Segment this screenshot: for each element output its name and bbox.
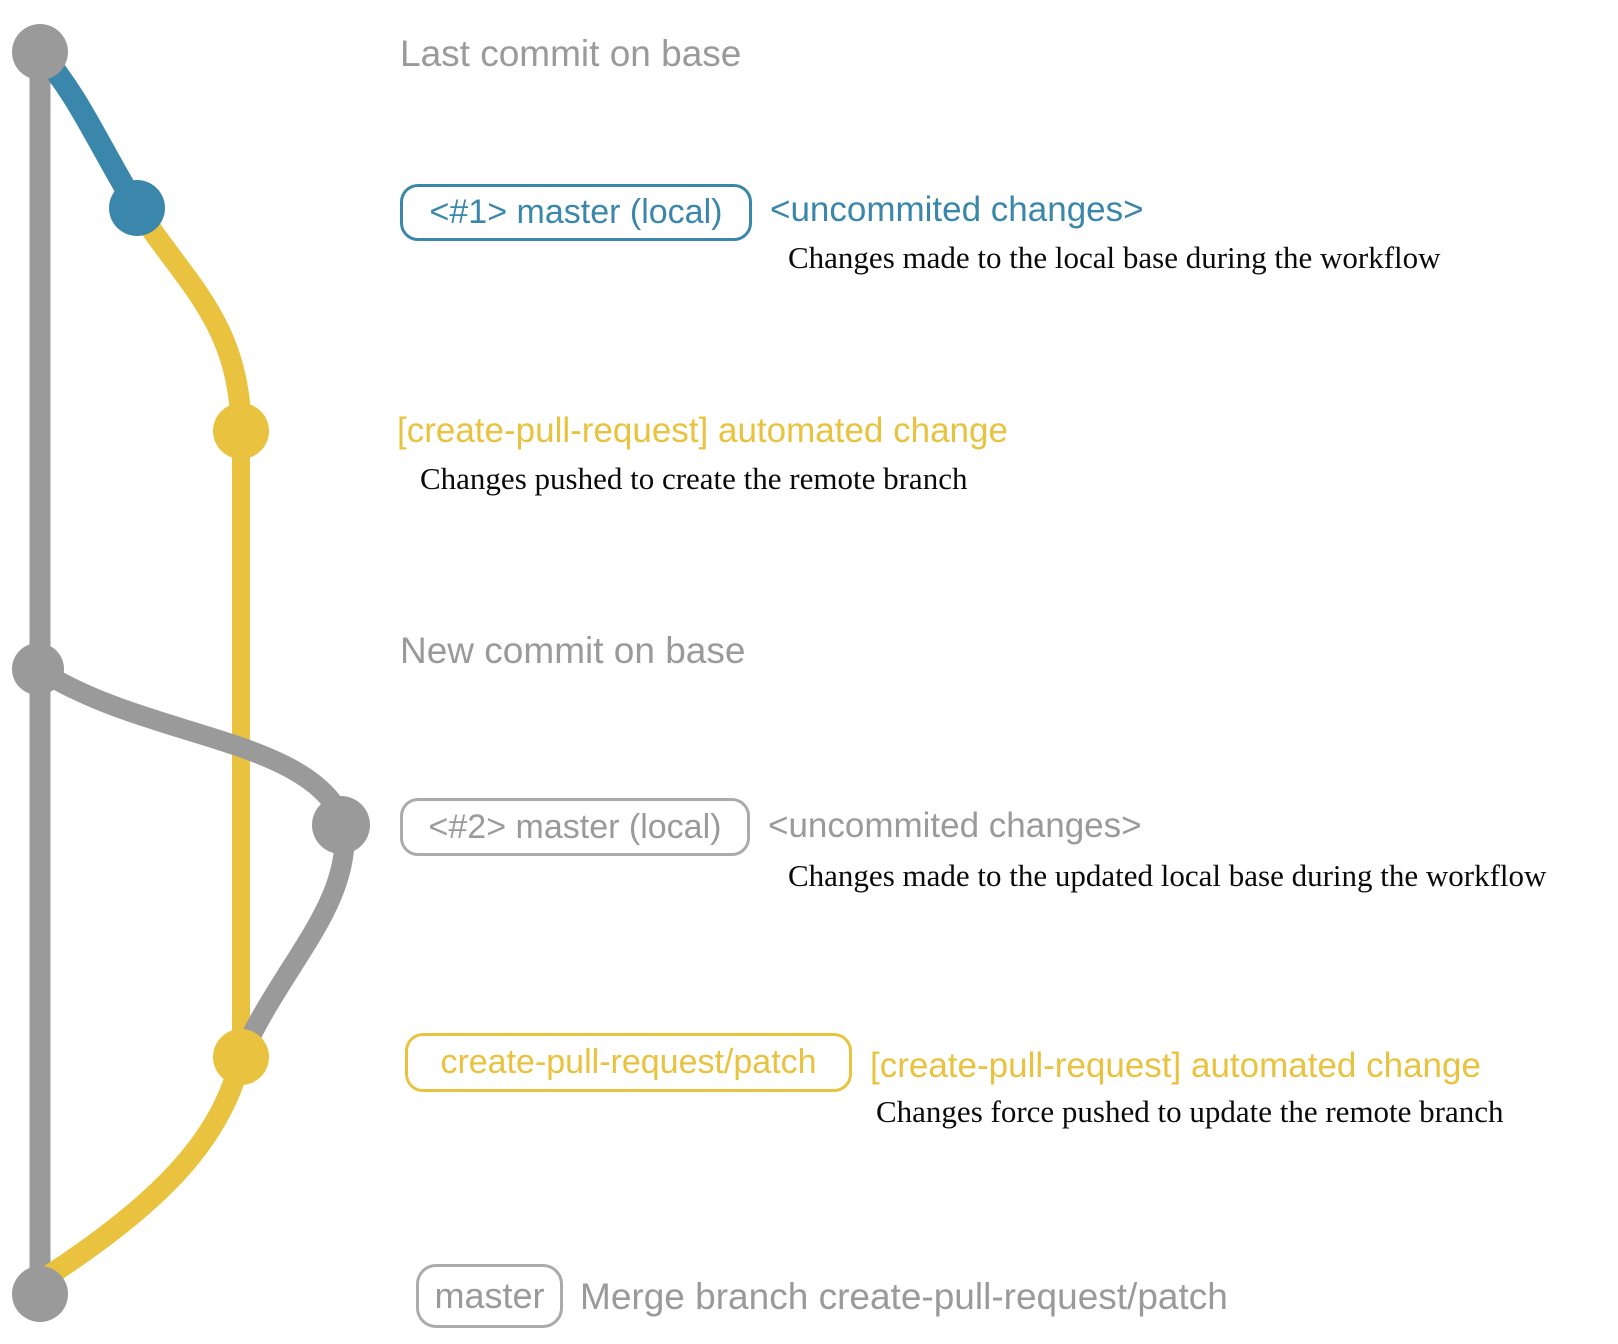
badge-master-local-1: <#1> master (local) (400, 184, 752, 241)
badge-master-local-2: <#2> master (local) (400, 798, 750, 856)
commit-automated-2-dot (213, 1029, 269, 1085)
badge-master-label: master (434, 1275, 545, 1316)
force-push-branch-curve (231, 820, 355, 1062)
commit-last-base-dot (12, 24, 68, 80)
automated-change-1-desc: Changes pushed to create the remote bran… (420, 461, 968, 496)
badge-master-local-2-label: <#2> master (local) (428, 807, 722, 846)
automated-change-2-desc: Changes force pushed to update the remot… (876, 1094, 1504, 1129)
badge-master-local-1-label: <#1> master (local) (429, 193, 723, 231)
patch-branch-merge-curve (36, 1054, 252, 1289)
commit-automated-1-dot (213, 403, 269, 459)
patch-branch-upper-curve (128, 202, 252, 432)
uncommitted-changes-2-desc: Changes made to the updated local base d… (788, 858, 1547, 893)
last-commit-label: Last commit on base (400, 33, 742, 74)
badge-create-pull-request-patch: create-pull-request/patch (405, 1033, 852, 1092)
updated-base-branch-curve (32, 660, 354, 827)
uncommitted-changes-2-title: <uncommited changes> (768, 806, 1142, 845)
automated-change-2-title: [create-pull-request] automated change (870, 1046, 1481, 1085)
new-commit-label: New commit on base (400, 630, 746, 671)
automated-change-1-title: [create-pull-request] automated change (397, 411, 1008, 450)
badge-master: master (416, 1264, 563, 1328)
commit-merge-dot (12, 1266, 68, 1322)
badge-create-pull-request-patch-label: create-pull-request/patch (440, 1043, 817, 1081)
commit-new-base-dot (12, 643, 64, 695)
commit-uncommitted-1-dot (109, 180, 165, 236)
uncommitted-changes-1-desc: Changes made to the local base during th… (788, 240, 1441, 275)
merge-branch-label: Merge branch create-pull-request/patch (580, 1276, 1228, 1317)
commit-uncommitted-2-dot (312, 796, 370, 854)
uncommitted-changes-1-title: <uncommited changes> (770, 190, 1144, 229)
